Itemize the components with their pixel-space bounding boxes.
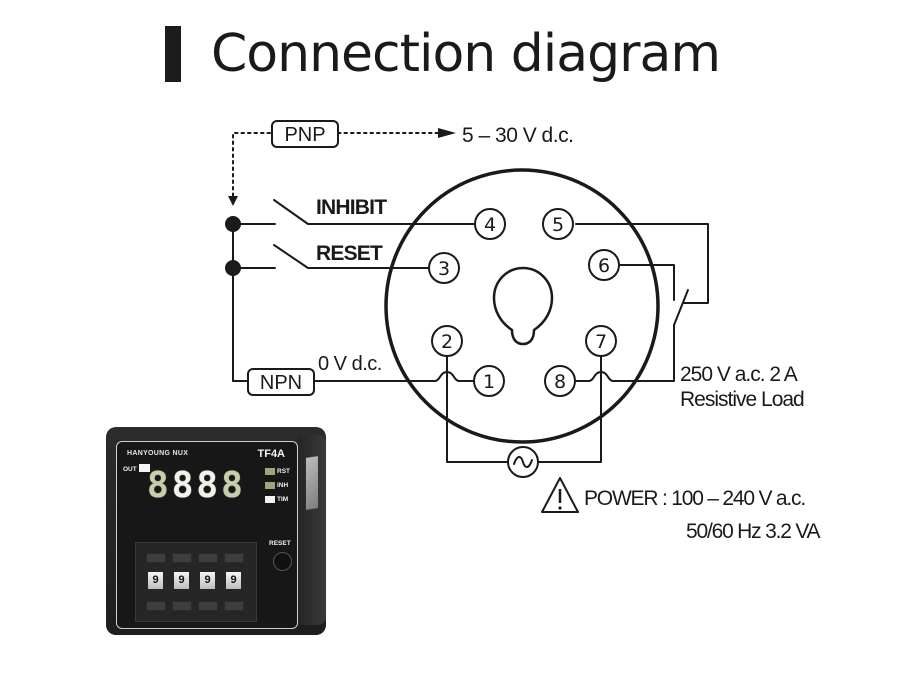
pin-6 (588, 249, 620, 281)
display-digit: 8 (221, 465, 243, 506)
warning-triangle-icon (541, 477, 579, 513)
tim-led (265, 496, 275, 503)
junction-dot-reset (225, 260, 241, 276)
reset-label: RESET (316, 242, 383, 265)
inh-led (265, 482, 275, 489)
thumbwheel-up-button[interactable] (198, 553, 218, 563)
device-reset-label: RESET (269, 540, 291, 547)
pin-1 (473, 365, 505, 397)
tim-label: TIM (277, 496, 289, 503)
inhibit-switch (273, 199, 475, 225)
pin6-wire (619, 264, 675, 301)
reset-switch (273, 244, 430, 269)
pin-label-2: 2 (441, 331, 453, 353)
thumbwheel-up-button[interactable] (172, 553, 192, 563)
timer-device-photo: HANYOUNG NUX TF4A OUT 8 8 8 8 RST INH TI… (106, 427, 326, 635)
display-digit: 8 (196, 465, 219, 506)
title-marker-bar (165, 26, 181, 82)
thumbwheel-down-button[interactable] (172, 601, 192, 611)
device-brand: HANYOUNG NUX (127, 450, 189, 457)
output-rating-line1: 250 V a.c. 2 A (680, 363, 798, 386)
page-title: Connection diagram (165, 22, 721, 86)
pin8-wire (575, 324, 675, 382)
supply-voltage-label: 5 – 30 V d.c. (462, 124, 573, 147)
npn-label: NPN (260, 372, 302, 394)
pnp-dotted-wire (232, 132, 273, 197)
pin2-power-wire (446, 356, 509, 463)
seven-segment-display: 8 8 8 8 (147, 466, 243, 506)
device-side-window (306, 456, 318, 510)
socket-keyway (492, 266, 554, 346)
pin5-wire (575, 223, 709, 304)
thumbwheel-digit: 9 (148, 572, 163, 589)
device-front-panel: HANYOUNG NUX TF4A OUT 8 8 8 8 RST INH TI… (116, 441, 298, 629)
pin-5 (542, 208, 574, 240)
title-text: Connection diagram (211, 24, 721, 84)
relay-contact-blade (673, 289, 689, 326)
pnp-label: PNP (284, 124, 325, 146)
inhibit-label: INHIBIT (316, 196, 387, 219)
thumbwheel-down-button[interactable] (146, 601, 166, 611)
power-line1: POWER : 100 – 240 V a.c. (584, 487, 805, 510)
pin-8 (544, 365, 576, 397)
pin-label-7: 7 (595, 331, 607, 353)
pin-label-8: 8 (554, 371, 566, 393)
pin-label-3: 3 (438, 258, 450, 280)
device-reset-button[interactable] (273, 552, 292, 571)
pin-7 (585, 325, 617, 357)
display-digit: 8 (171, 465, 194, 506)
display-digit: 8 (147, 465, 169, 506)
ground-voltage-label: 0 V d.c. (318, 353, 382, 375)
socket-outline (384, 168, 660, 444)
rst-led (265, 468, 275, 475)
ac-sine-icon (513, 456, 533, 468)
thumbwheel-down-button[interactable] (224, 601, 244, 611)
pin-label-5: 5 (552, 214, 564, 236)
warning-dot (558, 506, 562, 510)
pin-label-1: 1 (483, 371, 495, 393)
pin-label-4: 4 (484, 214, 496, 236)
pin-4 (474, 208, 506, 240)
npn-box (247, 368, 315, 396)
pin-2 (431, 325, 463, 357)
thumbwheel-digit: 9 (174, 572, 189, 589)
common-bus-wire (232, 223, 249, 382)
device-side (298, 435, 326, 625)
ac-source-circle (507, 446, 539, 478)
out-indicator-led (139, 464, 150, 472)
rst-label: RST (277, 468, 290, 475)
junction-dot-inhibit (225, 216, 241, 232)
thumbwheel-digit: 9 (226, 572, 241, 589)
pin-label-6: 6 (598, 255, 610, 277)
thumbwheel-up-button[interactable] (224, 553, 244, 563)
arrow-down-icon (228, 196, 238, 206)
thumbwheel-up-button[interactable] (146, 553, 166, 563)
power-line2: 50/60 Hz 3.2 VA (686, 520, 821, 543)
out-indicator-label: OUT (123, 466, 137, 473)
thumbwheel-digit: 9 (200, 572, 215, 589)
inh-label: INH (277, 482, 289, 489)
device-model: TF4A (257, 448, 286, 460)
thumbwheel-down-button[interactable] (198, 601, 218, 611)
pin-3 (428, 252, 460, 284)
output-rating-line2: Resistive Load (680, 388, 804, 411)
pnp-box (271, 120, 339, 148)
thumbwheel-switch-panel: 9 9 9 9 (135, 542, 257, 622)
arrow-right-icon (438, 128, 456, 138)
pin7-power-wire (537, 356, 602, 463)
